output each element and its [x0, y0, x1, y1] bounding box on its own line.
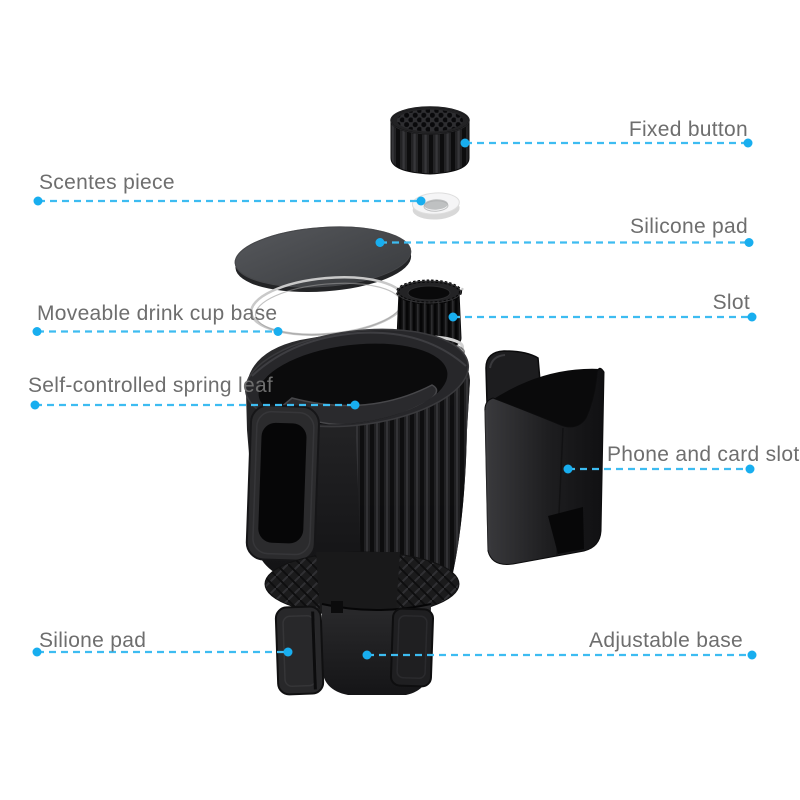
leader-slot — [448, 312, 757, 322]
leader-self-controlled-spring-leaf — [30, 400, 360, 410]
main-cup-holder-body — [244, 328, 470, 589]
phone-and-card-slot-part — [484, 350, 605, 565]
leader-moveable-drink-cup-base — [32, 327, 283, 336]
label-self-controlled-spring-leaf: Self-controlled spring leaf — [28, 374, 274, 397]
cup-front-window — [245, 404, 320, 562]
label-silicone-pad: Silicone pad — [629, 215, 748, 238]
label-slot: Slot — [712, 291, 750, 314]
leader-silicone-pad — [375, 238, 754, 247]
fixed-button-part — [390, 106, 470, 175]
label-phone-and-card-slot: Phone and card slot — [607, 443, 800, 466]
label-moveable-drink-cup-base: Moveable drink cup base — [37, 302, 278, 325]
label-adjustable-base: Adjustable base — [589, 629, 743, 652]
silicone-pad-disc-part — [234, 226, 412, 293]
scentes-piece-part — [411, 192, 460, 220]
leader-lines — [30, 138, 757, 660]
silicone-pad-clip-left — [274, 605, 325, 696]
leader-scentes-piece — [33, 196, 426, 206]
leader-phone-and-card-slot — [563, 464, 755, 474]
silicone-pad-clip-right — [389, 607, 435, 688]
leader-fixed-button — [460, 138, 753, 148]
leader-silione-pad — [32, 647, 293, 657]
label-silione-pad: Silione pad — [39, 629, 147, 652]
leader-adjustable-base — [362, 650, 757, 660]
sleeve-bottom-notch — [548, 507, 584, 554]
label-scentes-piece: Scentes piece — [39, 171, 175, 194]
adjustable-base-part — [264, 551, 460, 696]
label-fixed-button: Fixed button — [628, 118, 748, 141]
